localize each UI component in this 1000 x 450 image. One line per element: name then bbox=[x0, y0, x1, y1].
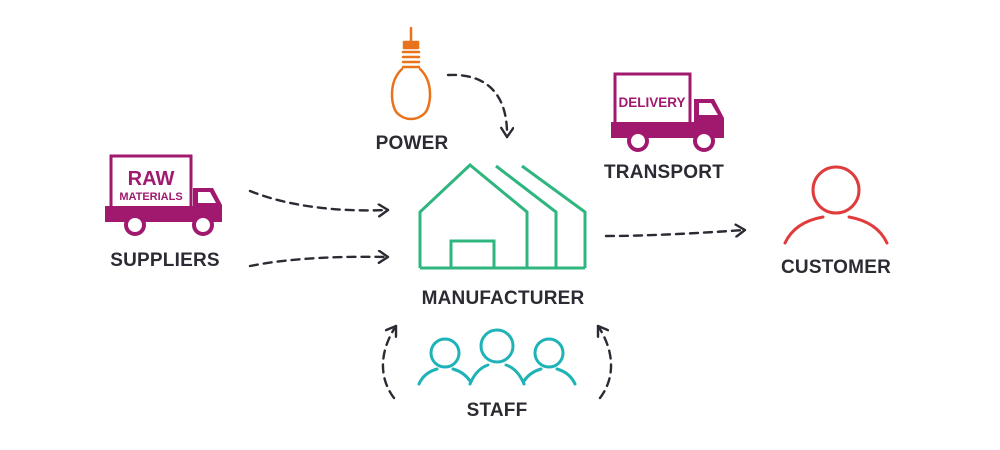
person-icon bbox=[783, 165, 889, 245]
suppliers-truck-icon: RAW MATERIALS bbox=[105, 154, 222, 236]
arrow-suppliers-to-manufacturer-2 bbox=[248, 257, 390, 268]
transport-truck-icon: DELIVERY bbox=[611, 72, 724, 152]
arrow-suppliers-to-manufacturer-1 bbox=[248, 189, 390, 210]
suppliers-sign-line2: MATERIALS bbox=[119, 191, 182, 203]
people-group-icon bbox=[417, 328, 577, 386]
power-label: POWER bbox=[375, 133, 449, 154]
transport-sign: DELIVERY bbox=[618, 95, 685, 110]
transport-label: TRANSPORT bbox=[603, 162, 725, 183]
arrow-power-to-manufacturer bbox=[446, 73, 507, 139]
light-bulb-icon bbox=[390, 26, 432, 121]
suppliers-label: SUPPLIERS bbox=[110, 250, 220, 271]
arrow-staff-to-manufacturer-right bbox=[598, 324, 613, 400]
staff-label: STAFF bbox=[466, 400, 528, 421]
suppliers-sign-line1: RAW bbox=[128, 168, 175, 190]
customer-label: CUSTOMER bbox=[781, 257, 891, 278]
factory-icon bbox=[418, 163, 587, 270]
manufacturer-label: MANUFACTURER bbox=[421, 288, 585, 309]
arrow-staff-to-manufacturer-left bbox=[381, 324, 396, 400]
arrow-manufacturer-to-customer bbox=[604, 230, 747, 236]
